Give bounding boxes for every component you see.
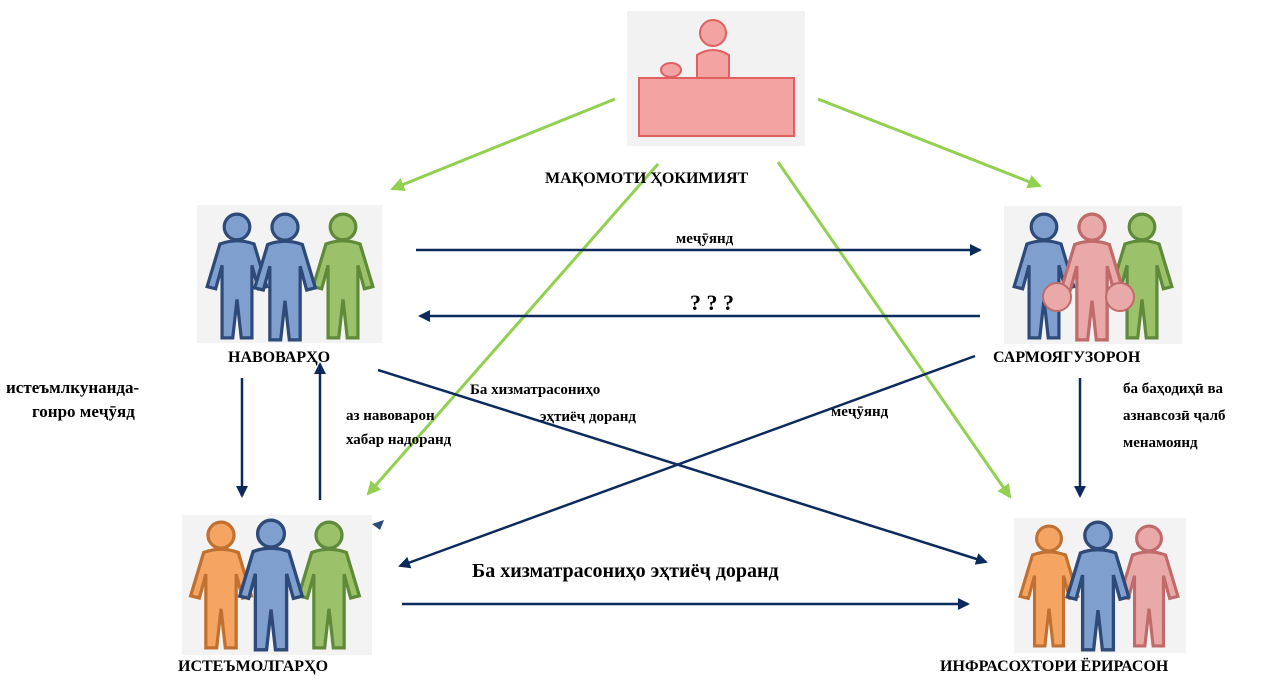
arrow-innovators-to-infrastructure <box>377 368 988 565</box>
edge-label-line: хабар надоранд <box>346 432 452 448</box>
official-at-desk-icon <box>627 11 805 146</box>
edge-label-line: эҳтиёҷ доранд <box>540 409 637 425</box>
arrow-investors-to-consumers <box>398 354 976 569</box>
arrow-authority-to-infrastructure <box>776 161 1012 499</box>
node-label-investors: САРМОЯГУЗОРОН <box>993 349 1141 366</box>
node-label-infrastructure: ИНФРАСОХТОРИ ЁРИРАСОН <box>940 658 1169 675</box>
edge-label-line: Ба хизматрасониҳо <box>470 382 601 398</box>
people-group-icon <box>1014 518 1186 653</box>
people-group-icon <box>197 205 382 343</box>
node-label-innovators: НАВОВАРҲО <box>228 349 331 366</box>
edge-label-investors-to-consumers: меҷӯянд <box>831 404 889 420</box>
edge-label-line: ба баҳодиҳӣ ва <box>1123 381 1224 397</box>
edge-label-consumers-to-innovators: аз навоварон хабар надоранд <box>346 404 451 452</box>
investors-with-money-bags-icon <box>1004 206 1182 344</box>
edge-label-investors-to-infrastructure: ба баҳодиҳӣ ва азнавсозӣ ҷалб менамоянд <box>1123 376 1226 457</box>
edge-label-line: гонро меҷӯяд <box>32 402 135 421</box>
edge-label-line: менамоянд <box>1123 435 1198 451</box>
node-label-consumers: ИСТЕЪМОЛГАРҲО <box>178 658 329 675</box>
edge-label-innovators-to-investors: меҷӯянд <box>676 231 734 247</box>
edge-label-investors-to-innovators: ? ? ? <box>690 290 734 315</box>
arrow-authority-to-consumers <box>366 163 660 496</box>
edge-label-consumers-to-infrastructure: Ба хизматрасониҳо эҳтиёҷ доранд <box>472 560 779 582</box>
people-group-icon <box>182 515 384 655</box>
edge-label-line: истеъмлкунанда- <box>6 378 140 397</box>
edge-label-innovators-to-consumers: истеъмлкунанда- гонро меҷӯяд <box>6 376 139 424</box>
node-label-authority: МАҚОМОТИ ҲОКИМИЯТ <box>545 170 749 187</box>
edge-label-line: аз навоварон <box>346 408 435 424</box>
arrow-authority-to-investors <box>817 97 1042 189</box>
edge-label-innovators-to-infrastructure: Ба хизматрасониҳо эҳтиёҷ доранд <box>470 377 636 431</box>
arrow-authority-to-innovators <box>390 97 616 192</box>
edge-label-line: азнавсозӣ ҷалб <box>1123 408 1226 424</box>
